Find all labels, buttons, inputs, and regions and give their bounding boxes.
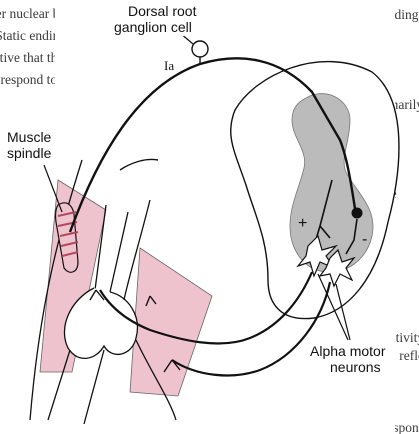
motor-axon-2 [171, 281, 332, 377]
leg-outline [29, 159, 177, 421]
ia-fiber-label: Ia [164, 58, 174, 73]
alpha-pointer-1 [317, 273, 349, 341]
bg-text-line: de with gamma pathways with muscle [190, 186, 397, 201]
neuromuscular-endings [89, 289, 181, 373]
knee-joint [63, 287, 138, 359]
bg-text-line: gamma reflex are a component of the [190, 384, 392, 399]
femur-bone [94, 204, 129, 293]
dorsal-root-ganglion-cell [191, 40, 209, 58]
bg-text-line: gamma motor neurons affect the sensitivi… [190, 330, 419, 345]
spindle-label-bg [2, 127, 60, 163]
muscle-spindle-pointer [43, 164, 63, 213]
muscle-spindle-label-2: spindle [7, 145, 52, 161]
interneuron-cell-body [351, 207, 363, 219]
bg-text-line: aspects of the spindle [190, 402, 306, 417]
excitatory-sign: + [298, 215, 307, 232]
motor-axon-1 [99, 271, 314, 345]
bg-text-line: of the motor neurons affect the stretch … [190, 348, 419, 363]
bg-text-line: dynamic gamma neurons affect the respons… [190, 420, 419, 434]
alpha-motor-neurons-label-2: neurons [330, 359, 381, 375]
bg-text-line: types of endings. Static endings occur [0, 28, 105, 43]
dorsal-root-ganglion-label: Dorsal root [128, 3, 197, 19]
interneuron-axon [345, 218, 358, 255]
muscle-spindle-label: Muscle [7, 129, 52, 145]
background-page-text: types of endings, each of them have sens… [0, 6, 419, 434]
bg-text-line: it. The inner nuclear bag and [0, 6, 95, 21]
afferent-fiber-branch [119, 158, 159, 171]
bg-text-line: the ability of a reflex to respond to st… [0, 72, 97, 87]
tibia-bone [47, 349, 105, 425]
alpha-motor-neurons-label: Alpha motor [310, 343, 386, 359]
bg-text-line: it. The inner nuclear bag and [160, 43, 315, 58]
bg-text-line: zones. The reflexes active that the moto… [0, 50, 100, 65]
alpha-label-bg [306, 342, 398, 376]
muscle-spindle [55, 202, 79, 273]
bg-text-line: chain fibers, whereas the endings primar… [190, 97, 419, 112]
bg-text-line: types of endings, each of them have sens… [140, 7, 419, 22]
calf-muscle [129, 247, 213, 397]
dorsal-root-ganglion-label-2: ganglion cell [114, 19, 192, 35]
alpha-motor-neuron-2 [318, 248, 356, 288]
ganglion-label-bg [110, 2, 212, 36]
inhibitory-sign: - [362, 231, 367, 248]
alpha-pointer-2 [335, 283, 351, 341]
ia-afferent-fiber [68, 57, 358, 233]
